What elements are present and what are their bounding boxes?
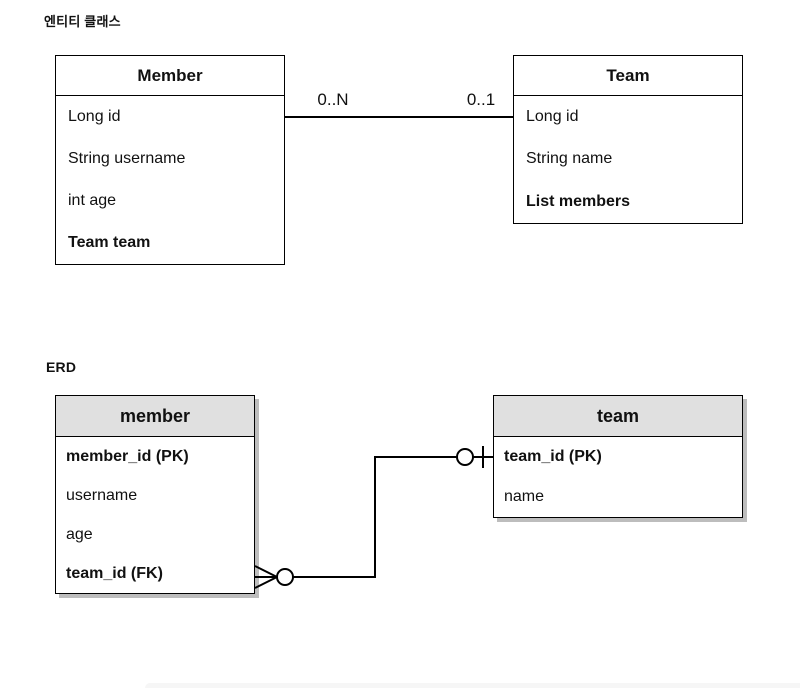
class-box-member-title: Member bbox=[56, 56, 284, 96]
erd-column: member_id (PK) bbox=[66, 447, 189, 465]
erd-relationship-line bbox=[255, 456, 493, 578]
class-box-team-title: Team bbox=[514, 56, 742, 96]
bottom-cropped-bar bbox=[145, 683, 800, 688]
class-field: String name bbox=[526, 150, 613, 168]
cardinality-label-one: 0..1 bbox=[459, 90, 503, 110]
erd-table-member-title: member bbox=[56, 396, 254, 437]
erd-column: team_id (FK) bbox=[66, 564, 163, 582]
erd-table-team: team team_id (PK) name bbox=[493, 395, 743, 518]
class-box-member: Member Long id String username int age T… bbox=[55, 55, 285, 265]
class-field: Long id bbox=[526, 108, 579, 126]
class-section-title: 엔티티 클래스 bbox=[44, 14, 121, 29]
class-field: int age bbox=[68, 192, 117, 209]
erd-column: username bbox=[66, 486, 138, 504]
erd-table-team-title: team bbox=[494, 396, 742, 437]
cardinality-label-many: 0..N bbox=[311, 90, 355, 110]
class-field: Team team bbox=[68, 234, 151, 251]
zero-circle-one-icon bbox=[456, 448, 474, 466]
erd-column: team_id (PK) bbox=[504, 448, 602, 465]
class-field: String username bbox=[68, 150, 186, 167]
class-field: List members bbox=[526, 192, 631, 210]
class-box-team: Team Long id String name List members bbox=[513, 55, 743, 224]
class-field: Long id bbox=[68, 108, 121, 125]
zero-circle-many-icon bbox=[276, 568, 294, 586]
erd-table-member: member member_id (PK) username age team_… bbox=[55, 395, 255, 594]
erd-section-title: ERD bbox=[46, 359, 77, 375]
erd-column: age bbox=[66, 525, 93, 543]
erd-column: name bbox=[504, 488, 545, 505]
crows-foot-many-icon bbox=[254, 565, 278, 589]
